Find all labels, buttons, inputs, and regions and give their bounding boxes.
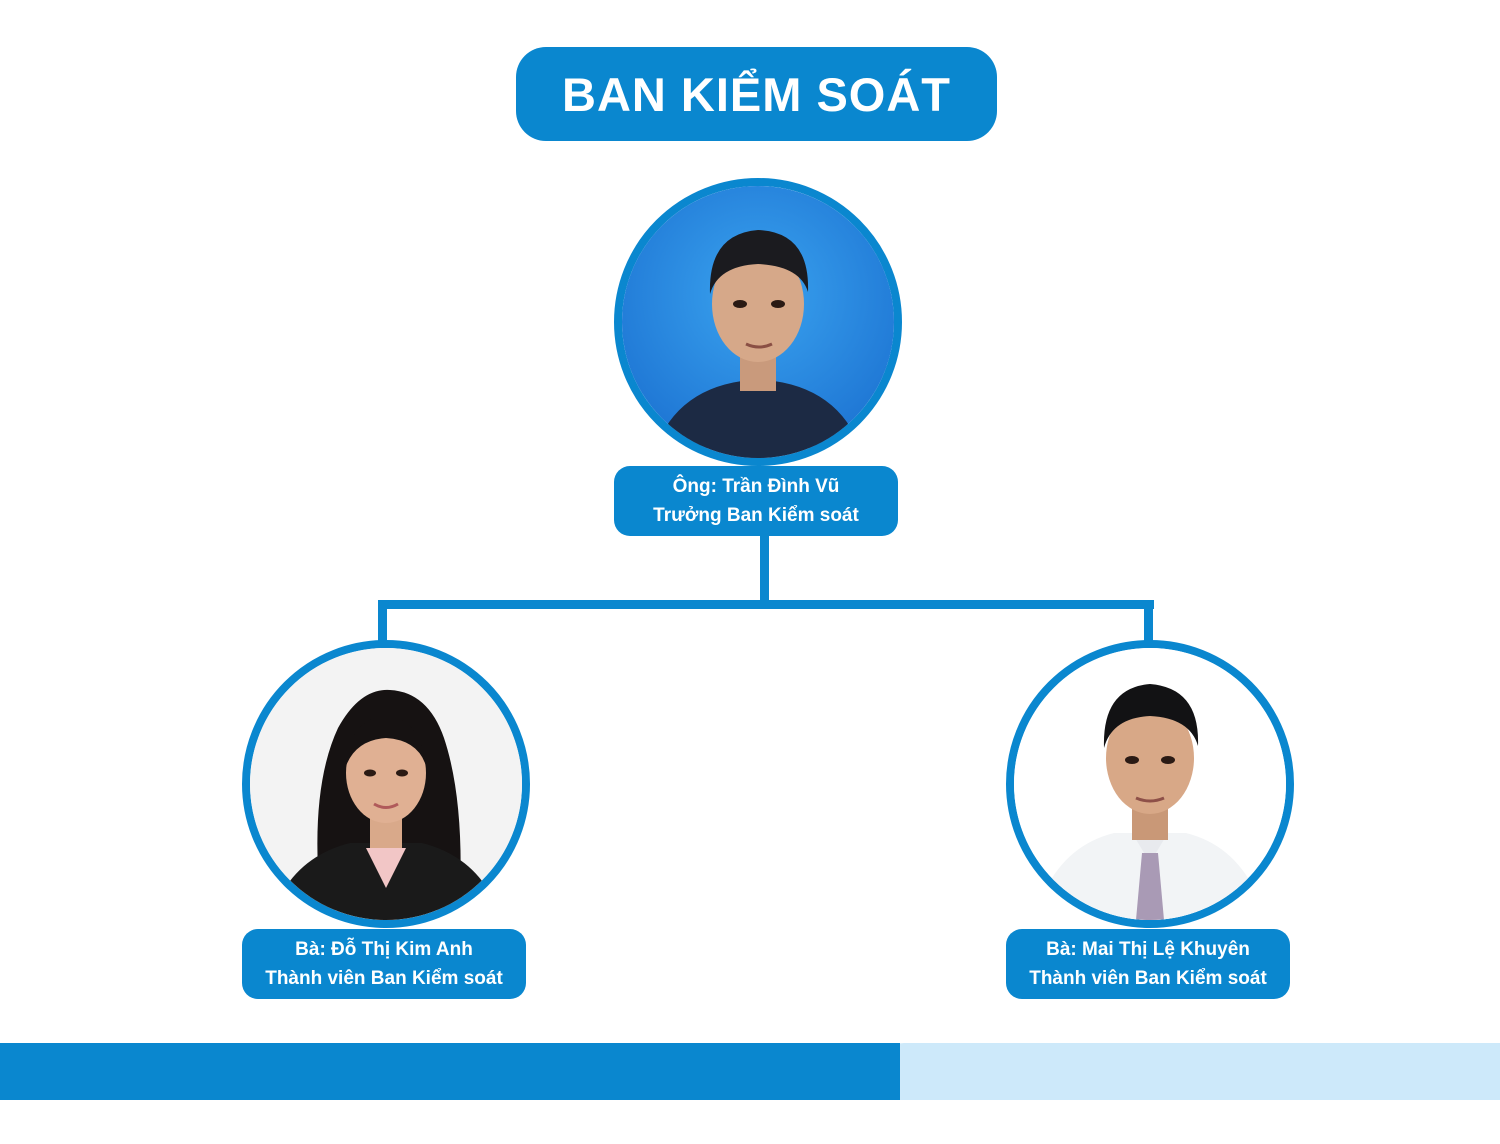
- member-role: Thành viên Ban Kiểm soát: [1029, 968, 1267, 989]
- member-label-right: Bà: Mai Thị Lệ Khuyên Thành viên Ban Kiể…: [1006, 929, 1290, 999]
- connector-left-drop: [378, 600, 387, 644]
- footer-bar-light: [884, 1043, 1500, 1100]
- member-role: Trưởng Ban Kiểm soát: [653, 505, 859, 526]
- portrait-man-white-bg: [1014, 648, 1286, 920]
- member-name: Bà: Mai Thị Lệ Khuyên: [1046, 939, 1250, 960]
- portrait-woman-white-bg: [250, 648, 522, 920]
- member-label-left: Bà: Đỗ Thị Kim Anh Thành viên Ban Kiểm s…: [242, 929, 526, 999]
- member-name: Bà: Đỗ Thị Kim Anh: [295, 939, 473, 960]
- footer-bar-dark: [0, 1043, 900, 1100]
- page-title-box: BAN KIỂM SOÁT: [516, 47, 997, 141]
- member-photo-right: [1006, 640, 1294, 928]
- member-role: Thành viên Ban Kiểm soát: [265, 968, 503, 989]
- page-title: BAN KIỂM SOÁT: [562, 67, 951, 121]
- member-name: Ông: Trần Đình Vũ: [672, 476, 840, 497]
- connector-vertical-main: [760, 534, 769, 606]
- portrait-man-blue-bg: [622, 186, 894, 458]
- member-photo-head: [614, 178, 902, 466]
- connector-right-drop: [1144, 600, 1153, 644]
- member-label-head: Ông: Trần Đình Vũ Trưởng Ban Kiểm soát: [614, 466, 898, 536]
- connector-horizontal: [378, 600, 1154, 609]
- member-photo-left: [242, 640, 530, 928]
